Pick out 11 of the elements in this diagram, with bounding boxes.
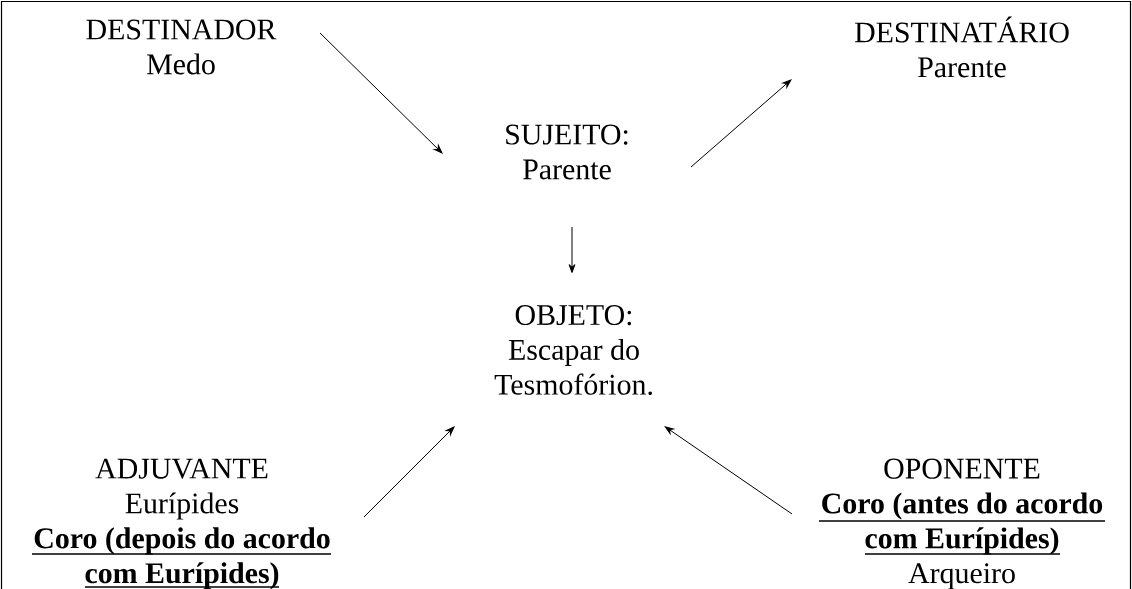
actant-label: DESTINATÁRIO Parente xyxy=(854,16,1069,78)
arrow xyxy=(363,426,455,518)
arrow xyxy=(664,426,793,515)
arrow xyxy=(690,79,792,168)
actant-label: DESTINADOR Medo xyxy=(86,19,277,75)
arrow xyxy=(568,226,576,273)
actant-label: OPONENTE Coro (antes do acordo com Eurípides) Arqueiro xyxy=(822,458,1103,589)
actant-label: OBJETO: Escapar do Tesmofórion. xyxy=(494,305,652,395)
actant-label: ADJUVANTE Eurípides Coro (depois do acordo com Eurípides) xyxy=(34,458,330,589)
actant-label: SUJEITO: Parente xyxy=(506,124,628,180)
arrow xyxy=(319,32,443,154)
